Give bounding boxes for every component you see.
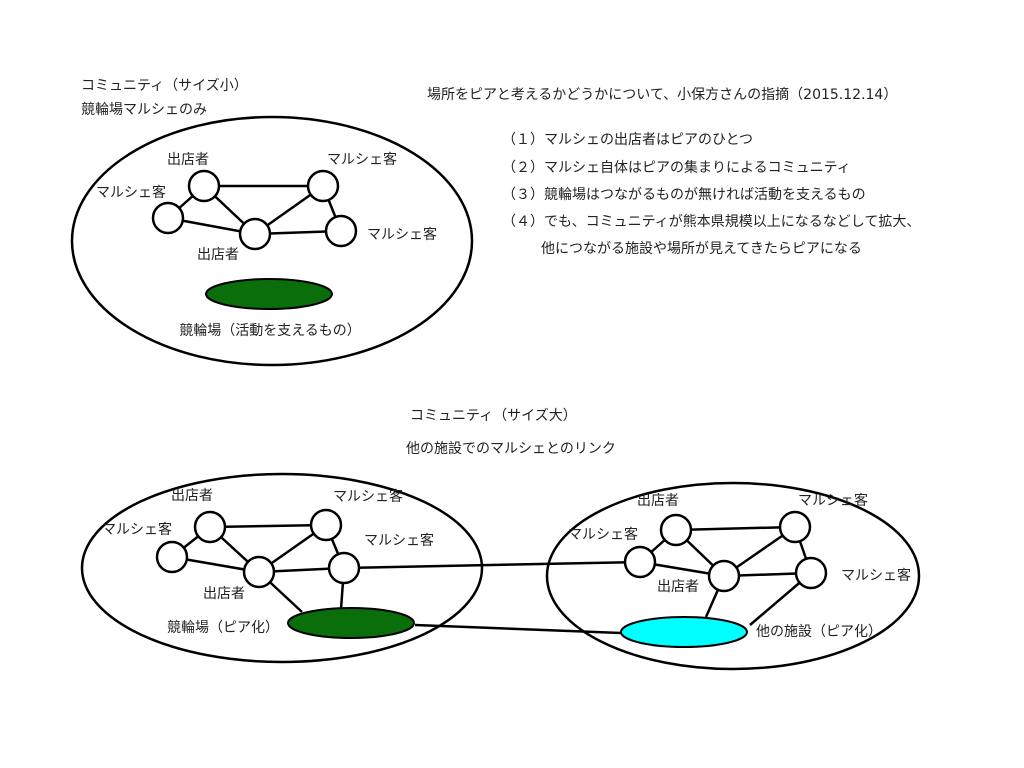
left-node-seller-center bbox=[242, 555, 276, 589]
right-label-customer-top: マルシェ客 bbox=[798, 493, 868, 509]
left-base-velodrome bbox=[287, 607, 415, 639]
right-label-customer-right: マルシェ客 bbox=[841, 568, 911, 584]
right-base-label: 他の施設（ピア化） bbox=[756, 624, 882, 640]
notes-item-4-continued: 他につながる施設や場所が見えてきたらピアになる bbox=[541, 241, 862, 257]
large-community-subtitle: 他の施設でのマルシェとのリンク bbox=[406, 441, 616, 457]
link-left-customer-to-right-customer bbox=[343, 560, 641, 570]
small-base-velodrome bbox=[205, 278, 333, 310]
small-node-customer-left bbox=[151, 201, 185, 235]
notes-item-1: （１）マルシェの出店者はピアのひとつ bbox=[502, 132, 754, 148]
right-label-seller-center: 出店者 bbox=[657, 579, 699, 595]
left-node-customer-top bbox=[309, 508, 343, 542]
small-node-customer-top bbox=[306, 169, 340, 203]
right-label-customer-left: マルシェ客 bbox=[568, 527, 638, 543]
large-right-community-boundary bbox=[545, 481, 921, 671]
right-base-other-facility bbox=[620, 616, 748, 648]
right-node-customer-top bbox=[778, 510, 812, 544]
link-velodrome-to-other-facility bbox=[414, 623, 622, 635]
left-label-customer-right: マルシェ客 bbox=[364, 533, 434, 549]
small-node-customer-right bbox=[324, 214, 358, 248]
left-node-seller-top bbox=[193, 510, 227, 544]
left-base-label: 競輪場（ピア化） bbox=[167, 620, 279, 636]
small-label-customer-right: マルシェ客 bbox=[367, 227, 437, 243]
right-label-seller-top: 出店者 bbox=[637, 493, 679, 509]
small-community-boundary bbox=[70, 115, 474, 367]
small-base-label: 競輪場（活動を支えるもの） bbox=[179, 323, 361, 339]
notes-item-4: （４）でも、コミュニティが熊本県規模以上になるなどして拡大、 bbox=[502, 214, 921, 230]
small-community-subtitle: 競輪場マルシェのみ bbox=[81, 102, 207, 118]
small-label-seller-center: 出店者 bbox=[197, 247, 239, 263]
right-node-customer-left bbox=[623, 545, 657, 579]
left-label-customer-top: マルシェ客 bbox=[333, 489, 403, 505]
right-link-seller-top-to-customer-top bbox=[675, 525, 796, 532]
small-label-seller-top: 出店者 bbox=[167, 152, 209, 168]
small-label-customer-left: マルシェ客 bbox=[96, 185, 166, 201]
right-node-seller-center bbox=[707, 559, 741, 593]
large-community-title: コミュニティ（サイズ大） bbox=[410, 408, 577, 424]
small-community-title: コミュニティ（サイズ小） bbox=[81, 78, 248, 94]
notes-heading: 場所をピアと考えるかどうかについて、小保方さんの指摘（2015.12.14） bbox=[427, 87, 898, 103]
right-node-customer-right bbox=[794, 556, 828, 590]
small-node-seller-top bbox=[187, 169, 221, 203]
left-link-seller-top-to-customer-top bbox=[209, 523, 327, 529]
small-node-seller-center bbox=[238, 217, 272, 251]
left-node-customer-left bbox=[155, 540, 189, 574]
notes-item-2: （２）マルシェ自体はピアの集まりによるコミュニティ bbox=[502, 160, 851, 176]
left-label-customer-left: マルシェ客 bbox=[102, 522, 172, 538]
small-label-customer-top: マルシェ客 bbox=[327, 152, 397, 168]
right-node-seller-top bbox=[659, 513, 693, 547]
left-node-customer-right bbox=[327, 551, 361, 585]
notes-item-3: （３）競輪場はつながるものが無ければ活動を支えるもの bbox=[502, 187, 866, 203]
left-label-seller-top: 出店者 bbox=[171, 488, 213, 504]
large-left-community-boundary bbox=[80, 472, 484, 664]
left-label-seller-center: 出店者 bbox=[203, 586, 245, 602]
